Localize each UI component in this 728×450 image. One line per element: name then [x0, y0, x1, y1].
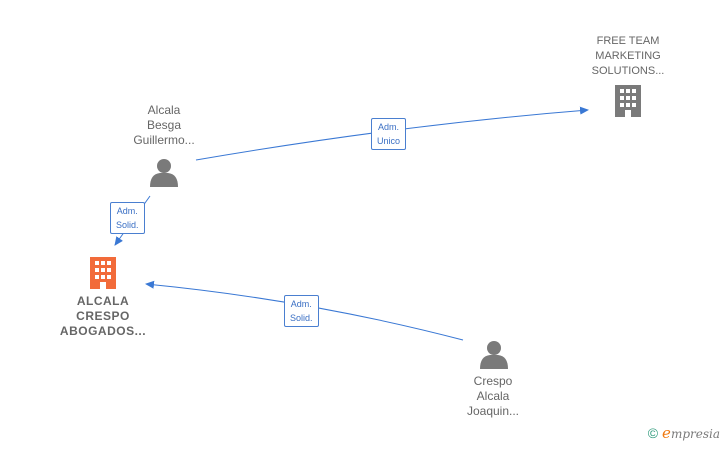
company-label-other[interactable]: FREE TEAM MARKETING SOLUTIONS...: [568, 34, 688, 79]
person-label-line: Crespo: [473, 374, 513, 388]
person-label-top[interactable]: Alcala Besga Guillermo...: [114, 103, 214, 148]
company-label-line: CRESPO: [76, 309, 130, 323]
company-label-line: FREE TEAM: [596, 35, 660, 47]
edge-label-bottom-to-main: Adm. Solid.: [284, 295, 319, 327]
edge-label-line: Adm.: [116, 206, 138, 216]
brand-logo: empresia: [662, 424, 720, 442]
person-label-line: Alcala: [147, 103, 181, 117]
person-label-line: Besga: [146, 118, 182, 132]
building-icon[interactable]: [615, 85, 641, 117]
brand-watermark: © empresia: [648, 424, 720, 442]
company-label-line: ABOGADOS...: [59, 324, 147, 338]
edge-label-line: Adm.: [378, 122, 400, 132]
company-label-line: MARKETING: [595, 50, 661, 62]
edge-label-line: Solid.: [290, 313, 313, 323]
edge-label-line: Adm.: [290, 299, 312, 309]
copyright-icon: ©: [647, 425, 659, 441]
company-label-main[interactable]: ALCALA CRESPO ABOGADOS...: [48, 294, 158, 339]
person-label-bottom[interactable]: Crespo Alcala Joaquin...: [443, 374, 543, 419]
person-label-line: Joaquin...: [466, 404, 520, 418]
person-icon[interactable]: [480, 341, 508, 369]
brand-initial: e: [662, 424, 671, 442]
building-icon[interactable]: [90, 257, 116, 289]
person-label-line: Guillermo...: [133, 133, 195, 147]
edge-label-top-to-main: Adm. Solid.: [110, 202, 145, 234]
company-label-line: SOLUTIONS...: [591, 65, 665, 77]
person-icon[interactable]: [150, 159, 178, 187]
company-label-line: ALCALA: [76, 294, 130, 308]
brand-name: mpresia: [670, 427, 720, 441]
person-label-line: Alcala: [476, 389, 510, 403]
edge-label-line: Unico: [377, 136, 401, 146]
edge-label-top-to-other: Adm. Unico: [371, 118, 407, 150]
edge-label-line: Solid.: [116, 220, 139, 230]
